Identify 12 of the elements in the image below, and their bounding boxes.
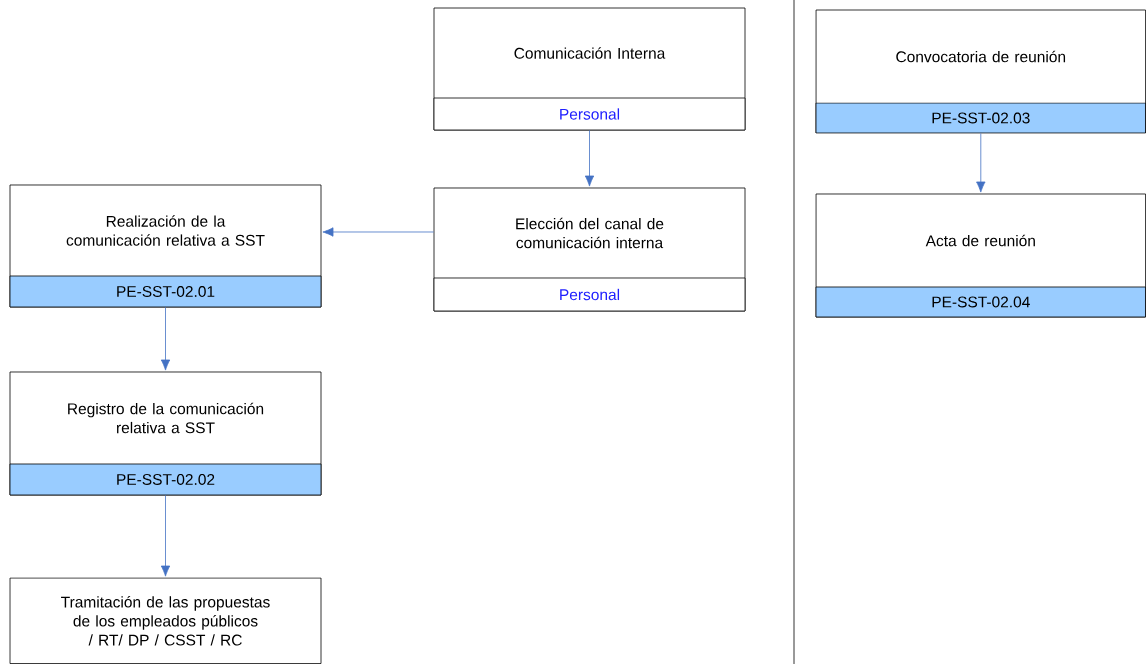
process-box: Registro de la comunicación relativa a SST PE-SST-02.02: [9, 371, 322, 496]
process-box: Acta de reunión PE-SST-02.04: [815, 193, 1146, 318]
process-box: Realización de la comunicación relativa a SST PE-SST-02.01: [9, 184, 322, 308]
arrow: [322, 227, 434, 237]
arrow: [160, 307, 171, 371]
process-box: Tramitación de las propuestas de los empleados públicos / RT/ DP / CSST / RC: [9, 577, 322, 664]
arrow: [584, 130, 595, 187]
arrow: [160, 495, 171, 577]
process-box: Elección del canal de comunicación interna Personal: [433, 187, 746, 312]
process-box: Convocatoria de reunión PE-SST-02.03: [815, 9, 1146, 134]
arrow: [976, 133, 986, 193]
process-box: Comunicación Interna Personal: [433, 7, 746, 131]
